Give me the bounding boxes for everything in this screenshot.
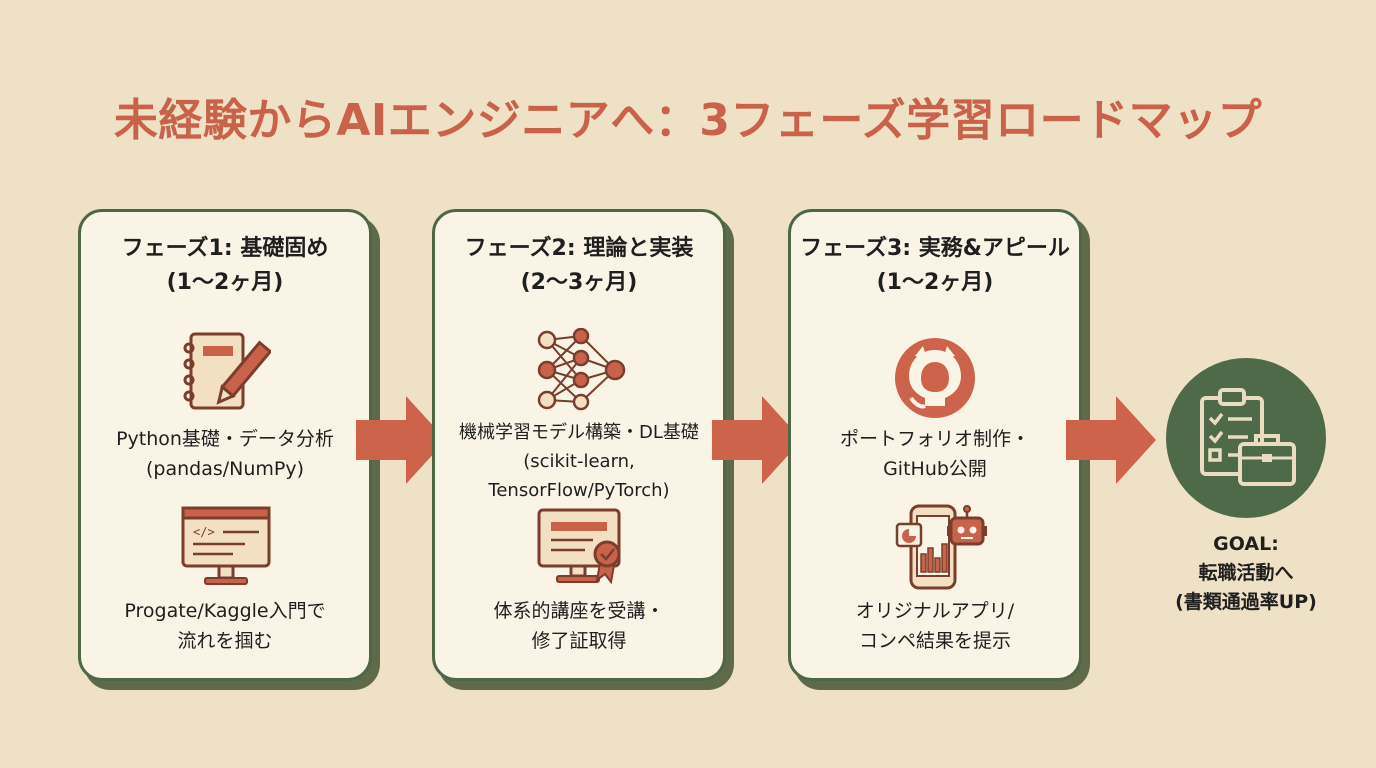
phase-item-1: 機械学習モデル構築・DL基礎 (scikit-learn, TensorFlow… xyxy=(435,418,723,505)
phase-title: フェーズ3: 実務&アピール (1〜2ヶ月) xyxy=(791,232,1079,300)
phase-duration: (2〜3ヶ月) xyxy=(520,270,638,295)
phase-card-3: フェーズ3: 実務&アピール (1〜2ヶ月) ポートフォリオ制作・ GitHub… xyxy=(788,209,1082,681)
phase-item-2: 体系的講座を受講・ 修了証取得 xyxy=(435,596,723,656)
goal-line: GOAL: xyxy=(1213,533,1279,555)
phase-item-2: オリジナルアプリ/ コンペ結果を提示 xyxy=(791,596,1079,656)
item-line: TensorFlow/PyTorch) xyxy=(488,480,670,501)
arrow-right-icon xyxy=(712,396,802,484)
phase-name: フェーズ3: 実務&アピール xyxy=(800,236,1070,261)
phase-name: フェーズ1: 基礎固め xyxy=(121,236,329,261)
phase-item-2: Progate/Kaggle入門で 流れを掴む xyxy=(81,596,369,656)
arrow-right-icon xyxy=(1066,396,1156,484)
phase-card-1: フェーズ1: 基礎固め (1〜2ヶ月) Python基礎・データ分析 (pand… xyxy=(78,209,372,681)
item-line: 体系的講座を受講・ xyxy=(493,600,665,622)
item-line: 機械学習モデル構築・DL基礎 xyxy=(459,422,699,443)
phase-duration: (1〜2ヶ月) xyxy=(876,270,994,295)
goal-line: (書類通過率UP) xyxy=(1175,591,1317,613)
phase-title: フェーズ2: 理論と実装 (2〜3ヶ月) xyxy=(435,232,723,300)
item-line: (scikit-learn, xyxy=(523,451,635,472)
item-line: 流れを掴む xyxy=(177,630,273,652)
phase-name: フェーズ2: 理論と実装 xyxy=(464,236,694,261)
item-line: Python基礎・データ分析 xyxy=(116,428,334,450)
checklist-briefcase-icon xyxy=(1200,388,1296,486)
phase-item-1: ポートフォリオ制作・ GitHub公開 xyxy=(791,424,1079,484)
item-line: オリジナルアプリ/ xyxy=(855,600,1015,622)
item-line: GitHub公開 xyxy=(883,458,987,480)
notebook-pencil-icon xyxy=(183,332,271,410)
phase-card-2: フェーズ2: 理論と実装 (2〜3ヶ月) 機械学習モデル構築・DL基礎 (sci… xyxy=(432,209,726,681)
app-robot-icon xyxy=(895,504,987,590)
github-icon xyxy=(895,338,975,418)
item-line: 修了証取得 xyxy=(531,630,627,652)
phase-title: フェーズ1: 基礎固め (1〜2ヶ月) xyxy=(81,232,369,300)
goal-line: 転職活動へ xyxy=(1198,562,1294,584)
item-line: ポートフォリオ制作・ xyxy=(839,428,1030,450)
phase-duration: (1〜2ヶ月) xyxy=(166,270,284,295)
neural-network-icon xyxy=(537,328,626,411)
arrow-right-icon xyxy=(356,396,446,484)
goal-label: GOAL: 転職活動へ (書類通過率UP) xyxy=(1150,530,1342,617)
page-title: 未経験からAIエンジニアへ：3フェーズ学習ロードマップ xyxy=(113,95,1263,146)
item-line: Progate/Kaggle入門で xyxy=(124,600,326,622)
item-line: コンペ結果を提示 xyxy=(858,630,1011,652)
phase-item-1: Python基礎・データ分析 (pandas/NumPy) xyxy=(81,424,369,484)
svg-text:</>: </> xyxy=(193,525,215,539)
certificate-monitor-icon xyxy=(537,508,621,585)
code-monitor-icon: </> xyxy=(181,506,271,585)
item-line: (pandas/NumPy) xyxy=(145,458,305,480)
